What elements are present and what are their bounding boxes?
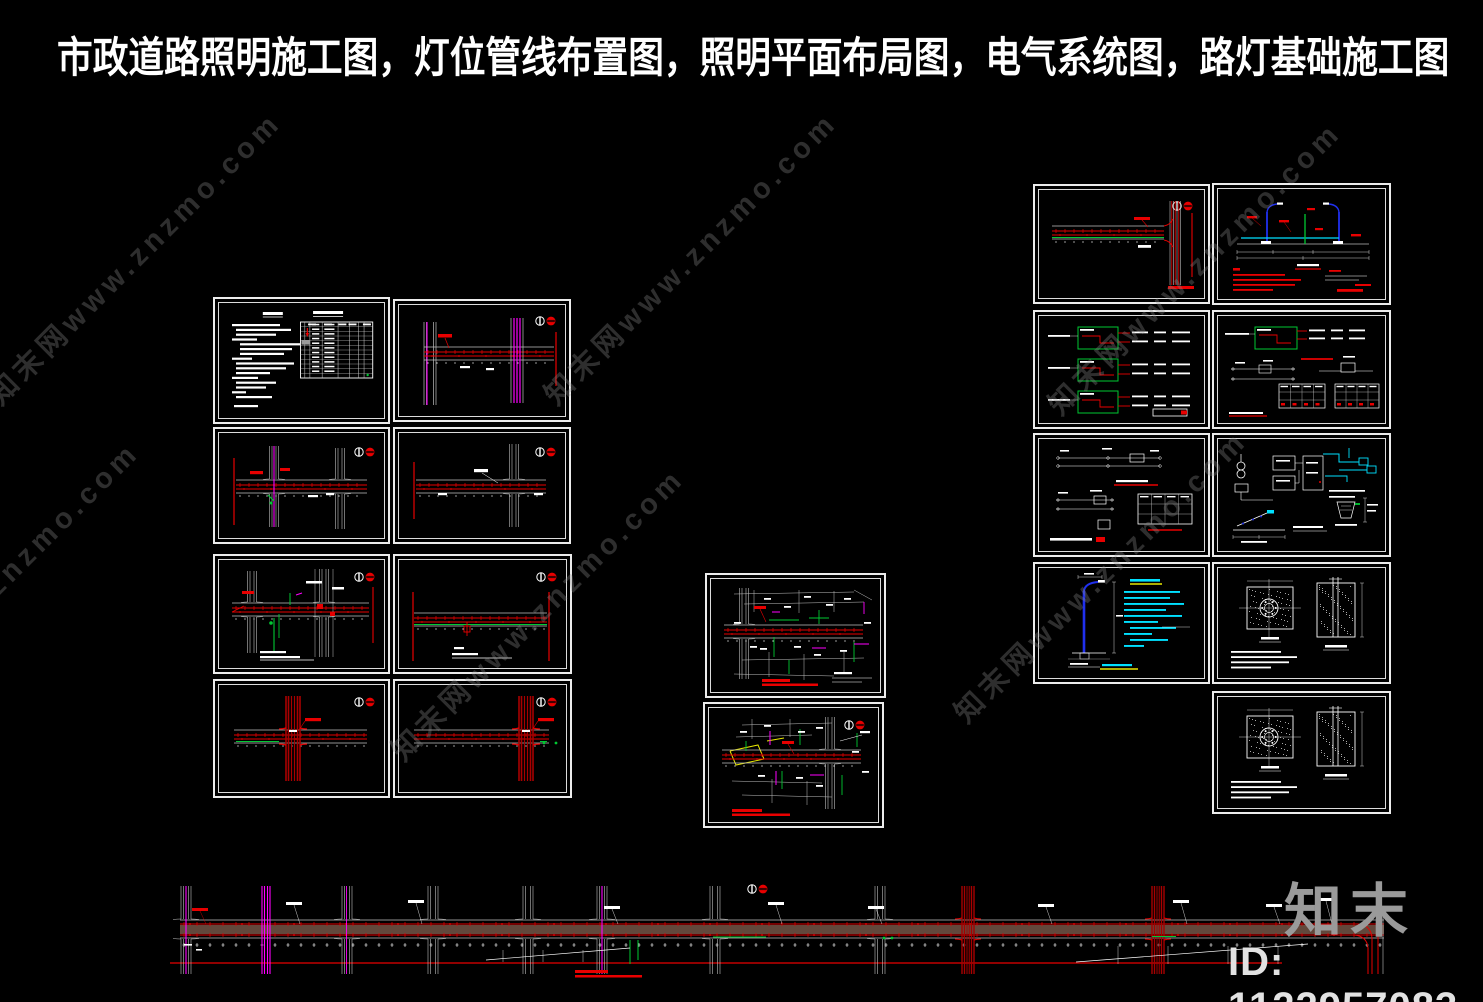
sheet-conduit-detail-plan-2 bbox=[703, 702, 884, 828]
sheet-distribution-diagram bbox=[1033, 433, 1210, 557]
sheet-conduit-detail-plan-1-drawing bbox=[724, 588, 873, 686]
sheet-street-lamp-detail-drawing bbox=[1068, 573, 1190, 670]
sheet-lighting-plan-5-drawing bbox=[412, 572, 557, 661]
sheet-lighting-plan-5 bbox=[393, 554, 572, 674]
sheet-electrical-system-2-drawing bbox=[1225, 326, 1380, 417]
sheet-lighting-plan-terminus-drawing bbox=[1052, 201, 1194, 289]
sheet-design-notes-drawing bbox=[232, 311, 374, 408]
sheet-electrical-system-2-frame bbox=[1217, 315, 1386, 424]
sheet-lighting-plan-1 bbox=[393, 299, 571, 422]
sheet-lighting-plan-4-frame bbox=[218, 559, 385, 669]
sheet-conduit-cross-section-drawing bbox=[1233, 202, 1371, 292]
sheet-design-notes bbox=[213, 297, 390, 424]
sheet-lighting-plan-1-frame bbox=[398, 304, 566, 417]
sheet-foundation-detail-2-frame bbox=[1217, 696, 1386, 809]
sheet-lighting-plan-2-frame bbox=[218, 432, 385, 539]
watermark-text: 知末网www.znzmo.com bbox=[0, 436, 146, 742]
sheet-foundation-detail-1-frame bbox=[1217, 567, 1386, 679]
znzmo-logo: 知末 bbox=[1284, 879, 1417, 944]
sheet-lighting-plan-3-frame bbox=[398, 432, 566, 539]
sheet-lighting-plan-terminus-frame bbox=[1038, 189, 1205, 299]
sheet-foundation-detail-2-drawing bbox=[1231, 706, 1364, 799]
sheet-lighting-plan-5-frame bbox=[398, 559, 567, 669]
sheet-design-notes-frame bbox=[218, 302, 385, 419]
sheet-lighting-plan-6 bbox=[213, 679, 390, 798]
sheet-conduit-cross-section bbox=[1212, 183, 1391, 305]
sheet-conduit-detail-plan-1 bbox=[705, 573, 886, 698]
sheet-lighting-plan-6-drawing bbox=[234, 696, 375, 781]
sheet-street-lamp-detail bbox=[1033, 562, 1210, 684]
sheet-lighting-plan-2-drawing bbox=[233, 446, 375, 529]
sheet-lighting-plan-4 bbox=[213, 554, 390, 674]
sheet-electrical-system-1-drawing bbox=[1048, 326, 1190, 417]
sheet-distribution-diagram-drawing bbox=[1050, 448, 1193, 542]
sheet-conduit-cross-section-frame bbox=[1217, 188, 1386, 300]
sheet-lighting-plan-3-drawing bbox=[413, 444, 556, 527]
sheet-distribution-diagram-frame bbox=[1038, 438, 1205, 552]
sheet-conduit-detail-plan-2-frame bbox=[708, 707, 879, 823]
sheet-control-wiring-drawing bbox=[1232, 448, 1378, 543]
sheet-lighting-plan-7-drawing bbox=[414, 696, 558, 781]
sheet-lighting-plan-2 bbox=[213, 427, 390, 544]
item-id-text: ID: 1122957083 bbox=[1228, 940, 1457, 1002]
sheet-electrical-system-1-frame bbox=[1038, 315, 1205, 424]
sheet-electrical-system-2 bbox=[1212, 310, 1391, 429]
sheet-conduit-detail-plan-2-drawing bbox=[722, 717, 870, 816]
sheet-lighting-plan-7-frame bbox=[398, 684, 567, 793]
sheet-foundation-detail-1-drawing bbox=[1231, 577, 1364, 669]
sheet-foundation-detail-2 bbox=[1212, 691, 1391, 814]
sheet-lighting-plan-terminus bbox=[1033, 184, 1210, 304]
sheet-lighting-plan-3 bbox=[393, 427, 571, 544]
watermark-text: 知末网www.znzmo.com bbox=[538, 106, 844, 412]
sheet-route-overview-strip bbox=[170, 884, 1384, 978]
sheet-lighting-plan-4-drawing bbox=[231, 569, 375, 661]
sheet-street-lamp-detail-frame bbox=[1038, 567, 1205, 679]
page-title: 市政道路照明施工图，灯位管线布置图，照明平面布局图，电气系统图，路灯基础施工图 bbox=[57, 34, 1450, 81]
sheet-control-wiring bbox=[1212, 433, 1391, 557]
sheet-control-wiring-frame bbox=[1217, 438, 1386, 552]
sheet-conduit-detail-plan-1-frame bbox=[710, 578, 881, 693]
sheet-lighting-plan-7 bbox=[393, 679, 572, 798]
sheet-foundation-detail-1 bbox=[1212, 562, 1391, 684]
sheet-electrical-system-1 bbox=[1033, 310, 1210, 429]
sheet-lighting-plan-6-frame bbox=[218, 684, 385, 793]
sheet-lighting-plan-1-drawing bbox=[423, 316, 557, 405]
